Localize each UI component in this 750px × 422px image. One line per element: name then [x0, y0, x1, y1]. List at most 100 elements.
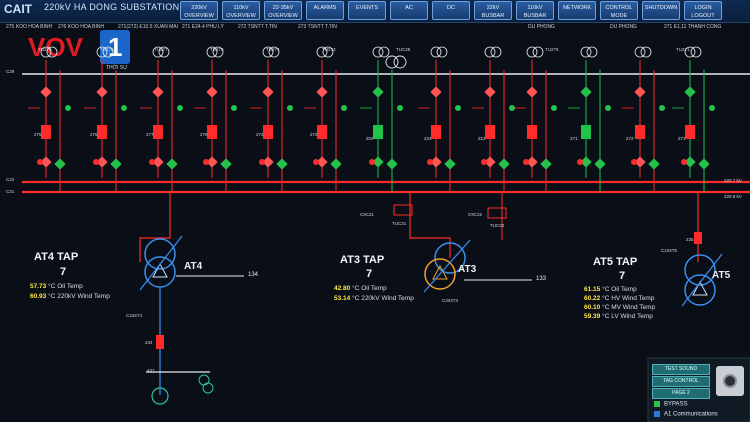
at5-tap-arrow	[681, 253, 723, 307]
voltage-transformer-symbol	[484, 46, 496, 58]
key-switch[interactable]	[716, 366, 744, 396]
at4-tap-title: AT4 TAP	[34, 251, 79, 263]
at3-tap-value[interactable]: 7	[366, 268, 373, 280]
at4-side-number: 134	[248, 272, 259, 278]
disconnector-symbol	[684, 86, 696, 98]
nav-button[interactable]: SHUTDOWN	[642, 1, 680, 20]
feeder-label: 271 E24.4 PHU LY	[182, 24, 224, 30]
nav-button[interactable]: CONTROL MODE	[600, 1, 638, 20]
at4-oil-temp: 57.73 °C Oil Temp	[30, 283, 83, 290]
at4-label[interactable]: AT4	[184, 261, 203, 272]
breaker-id: 278	[200, 132, 208, 137]
top-tag: TU273	[322, 47, 336, 52]
breaker-symbol	[97, 125, 107, 139]
test-sound-button[interactable]: TEST SOUND	[652, 364, 710, 375]
legend-communications: A1 Communications	[654, 411, 718, 418]
feeder-label: 271 E1.11 THANH CONG	[664, 24, 722, 30]
status-dot	[313, 159, 319, 165]
disconnector-symbol	[484, 156, 496, 168]
brand-label: CAIT	[4, 2, 32, 16]
breaker-id: 271	[678, 136, 686, 141]
at5-delta-icon	[692, 280, 708, 296]
breaker-id: 277	[146, 132, 154, 137]
breaker-symbol	[263, 125, 273, 139]
voltage-transformer-symbol	[158, 46, 170, 58]
nav-button[interactable]: 220kV OVERVIEW	[180, 1, 218, 20]
at4-tap-value[interactable]: 7	[60, 266, 67, 278]
at5-oil-temp: 61.15 °C Oil Temp	[584, 286, 637, 293]
disconnector-symbol	[372, 156, 384, 168]
at5-winding-lv	[684, 274, 716, 306]
nav-button[interactable]: EVENTS	[348, 1, 386, 20]
disconnector-symbol	[110, 158, 122, 170]
at4-tap-arrow	[139, 235, 183, 291]
nav-button[interactable]: AC	[390, 1, 428, 20]
nav-button[interactable]: ALARMS	[306, 1, 344, 20]
at3-ds-tag: C334T3	[442, 298, 459, 303]
disconnector-symbol	[580, 86, 592, 98]
disconnector-symbol	[152, 86, 164, 98]
coupler-c9c22	[487, 207, 507, 219]
nav-button[interactable]: DC	[432, 1, 470, 20]
at3-wind-temp: 53.14 °C 220kV Wind Temp	[334, 295, 414, 302]
coupler-label: C9C21	[360, 212, 375, 217]
disconnector-symbol	[316, 86, 328, 98]
disconnector-symbol	[206, 86, 218, 98]
aux-symbol	[202, 382, 214, 394]
voltage-transformer-symbol	[102, 46, 114, 58]
disconnector-symbol	[540, 158, 552, 170]
status-dot	[577, 159, 583, 165]
at3-label[interactable]: AT3	[458, 264, 477, 275]
logo-digit: 1	[108, 32, 122, 62]
disconnector-symbol	[698, 158, 710, 170]
page-2-button[interactable]: PAGE 2	[652, 388, 710, 399]
status-dot	[149, 159, 155, 165]
at4-winding-lv	[144, 256, 176, 288]
at3-feed-line	[409, 192, 451, 258]
feeder-label: 273 TSNTT T.TIN	[298, 24, 337, 30]
at5-bus-tag: 235	[686, 237, 694, 242]
breaker-id: 275	[34, 132, 42, 137]
voltage-transformer-symbol	[436, 46, 448, 58]
voltage-transformer-symbol	[268, 46, 280, 58]
coupler-tag: TUC22	[490, 223, 505, 228]
voltage-transformer-symbol	[152, 46, 164, 58]
at3-oil-temp: 42.80 °C Oil Temp	[334, 285, 387, 292]
at5-breaker	[694, 232, 702, 244]
at5-tap-value[interactable]: 7	[619, 270, 626, 282]
nav-button[interactable]: LOGIN LOGOUT	[684, 1, 722, 20]
top-tag: TU276	[100, 47, 114, 52]
disconnector-symbol	[262, 86, 274, 98]
disconnector-symbol	[634, 156, 646, 168]
nav-button[interactable]: 22-35kV OVERVIEW	[264, 1, 302, 20]
nav-button[interactable]: 110kV BUSBAR	[516, 1, 554, 20]
status-dot	[259, 159, 265, 165]
voltage-transformer-symbol	[46, 46, 58, 58]
disconnector-symbol	[430, 156, 442, 168]
disconnector-symbol	[386, 158, 398, 170]
nav-button[interactable]: 110kV OVERVIEW	[222, 1, 260, 20]
at4-breaker-tag: 434	[145, 340, 153, 345]
disconnector-symbol	[634, 86, 646, 98]
bypass-swatch	[654, 401, 660, 407]
station-title: 220kV HA DONG SUBSTATION	[44, 2, 180, 12]
breaker-symbol	[635, 125, 645, 139]
breaker-id: 276	[90, 132, 98, 137]
at5-label[interactable]: AT5	[712, 270, 731, 281]
status-dot	[369, 159, 375, 165]
status-dot	[455, 105, 461, 111]
status-dot	[65, 105, 71, 111]
tag-control-button[interactable]: TAG CONTROL	[652, 376, 710, 387]
at5-hv-temp: 60.22 °C HV Wind Temp	[584, 295, 655, 302]
nav-button[interactable]: 22kV BUSBAR	[474, 1, 512, 20]
voltage-transformer-symbol	[372, 46, 384, 58]
voltage-transformer-symbol	[206, 46, 218, 58]
at4-wind-temp: 60.93 °C 220kV Wind Temp	[30, 293, 110, 300]
feeder-label: DU PHONG	[610, 24, 637, 30]
nav-button[interactable]: NETWORK	[558, 1, 596, 20]
at5-winding-hv	[684, 254, 716, 286]
at3-delta-icon	[432, 264, 448, 280]
disconnector-symbol	[316, 156, 328, 168]
voltage-transformer-symbol	[316, 46, 328, 58]
